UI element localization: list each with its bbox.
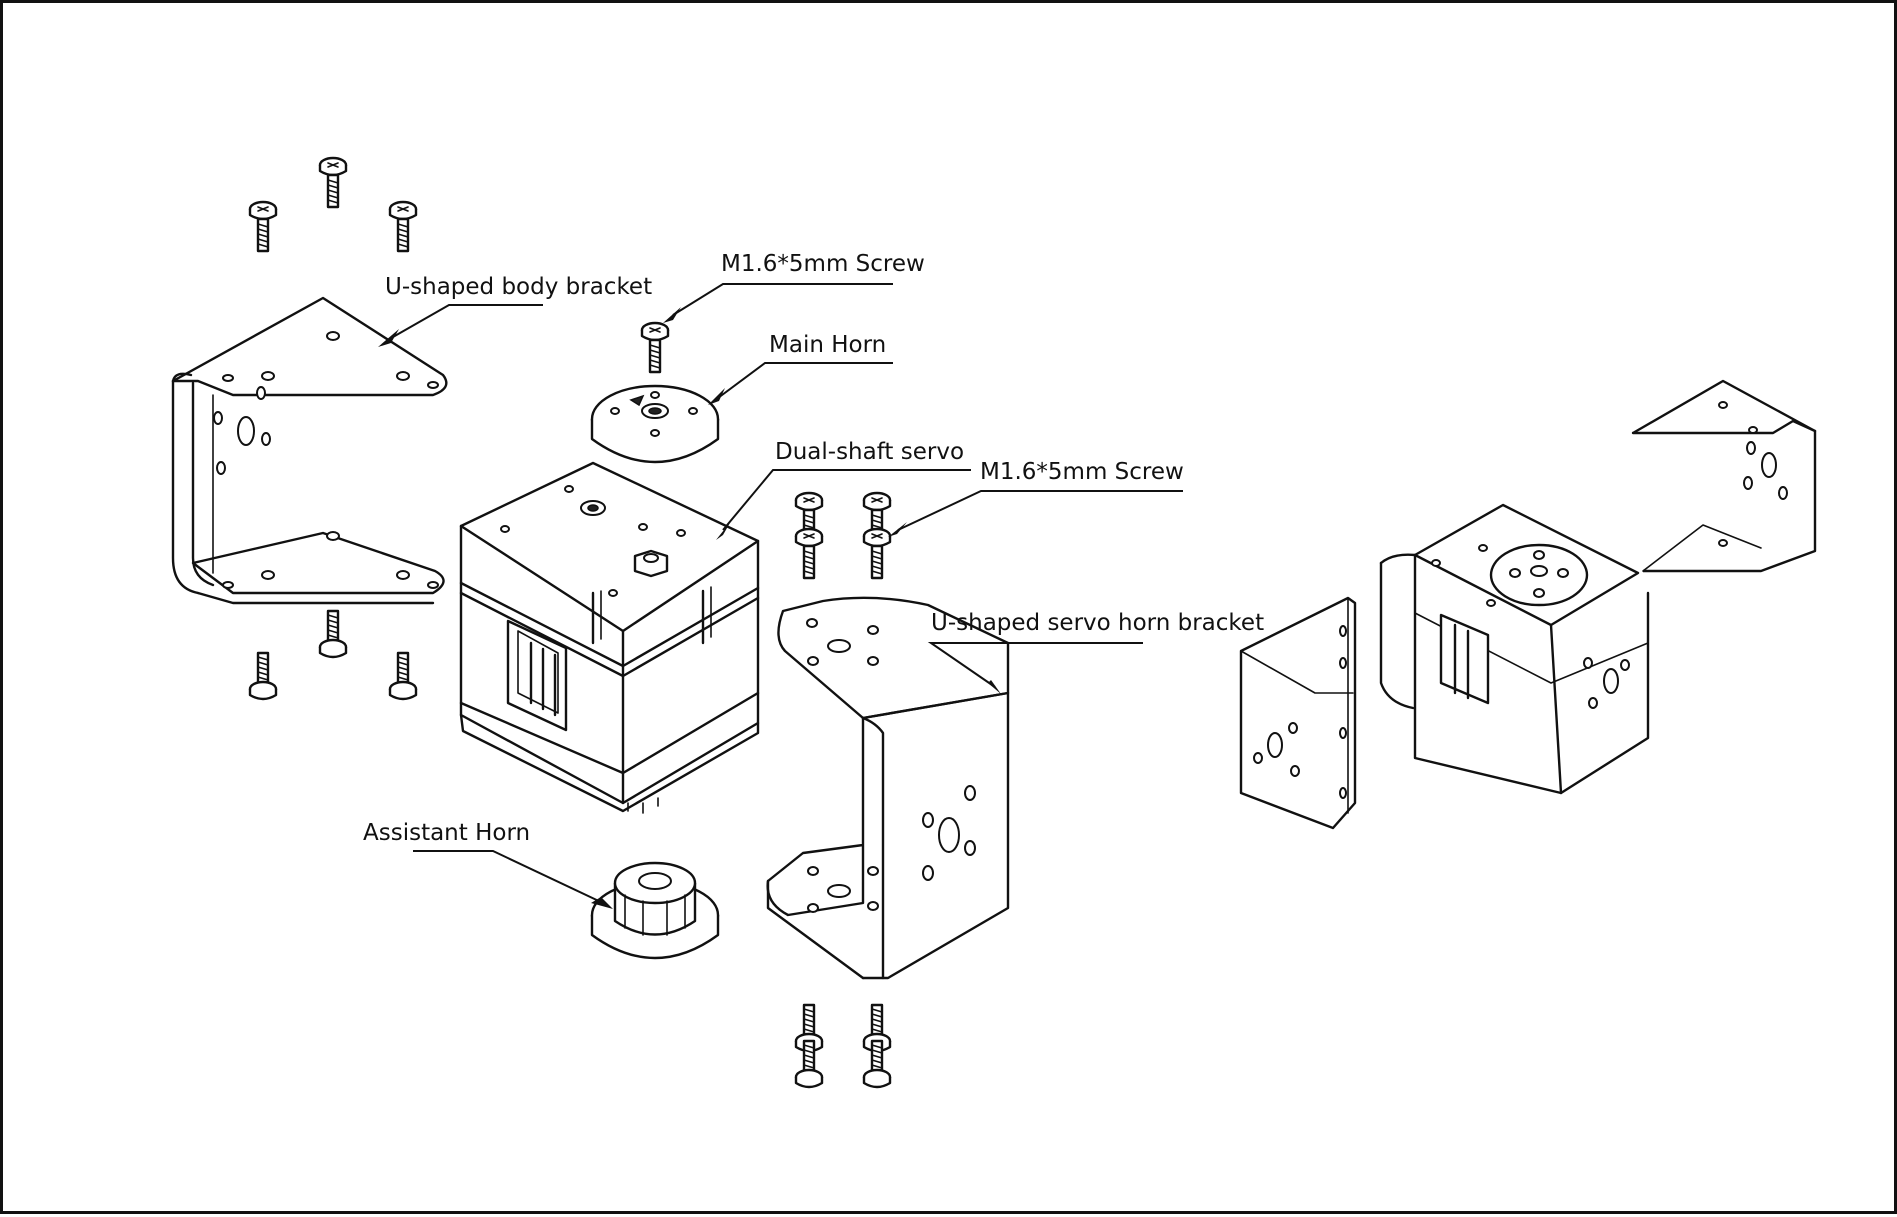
- assistant-horn: [590, 861, 720, 960]
- screw-icon: [248, 200, 278, 253]
- u-shaped-servo-horn-bracket: [766, 596, 1010, 980]
- callout-servo: Dual-shaft servo: [716, 439, 971, 540]
- label-body-bracket: U-shaped body bracket: [385, 274, 652, 300]
- assembled-view: [1239, 379, 1817, 830]
- screw-group-body-bottom: [248, 609, 418, 701]
- label-horn-bracket: U-shaped servo horn bracket: [931, 610, 1264, 636]
- callout-screw-top: M1.6*5mm Screw: [663, 251, 925, 323]
- main-horn: [590, 384, 720, 464]
- screw-group-servo-side: [794, 491, 892, 580]
- exploded-assembly-drawing: U-shaped body bracket M1.6*5mm Screw Mai…: [171, 156, 1817, 1089]
- label-screw-top: M1.6*5mm Screw: [721, 251, 925, 277]
- screw-icon: [794, 527, 824, 580]
- callout-horn-bracket: U-shaped servo horn bracket: [927, 610, 1264, 694]
- label-servo: Dual-shaft servo: [775, 439, 964, 465]
- screw-icon: [862, 527, 892, 580]
- screw-icon: [318, 156, 348, 209]
- screw-icon: [248, 651, 278, 701]
- callout-main-horn: Main Horn: [708, 332, 893, 405]
- dual-shaft-servo: [459, 461, 760, 814]
- screw-group-body-top: [248, 156, 418, 253]
- label-assistant-horn: Assistant Horn: [363, 820, 530, 846]
- screw-icon: [640, 321, 670, 374]
- screw-group-horn-bottom: [794, 1003, 892, 1089]
- screw-icon: [318, 609, 348, 659]
- callout-body-bracket: U-shaped body bracket: [378, 274, 652, 347]
- callout-assistant-horn: Assistant Horn: [363, 820, 613, 909]
- label-main-horn: Main Horn: [769, 332, 886, 358]
- screw-icon: [388, 200, 418, 253]
- label-screw-side: M1.6*5mm Screw: [980, 459, 1184, 485]
- callout-screw-side: M1.6*5mm Screw: [888, 459, 1184, 537]
- u-shaped-body-bracket: [171, 296, 448, 605]
- screw-icon: [388, 651, 418, 701]
